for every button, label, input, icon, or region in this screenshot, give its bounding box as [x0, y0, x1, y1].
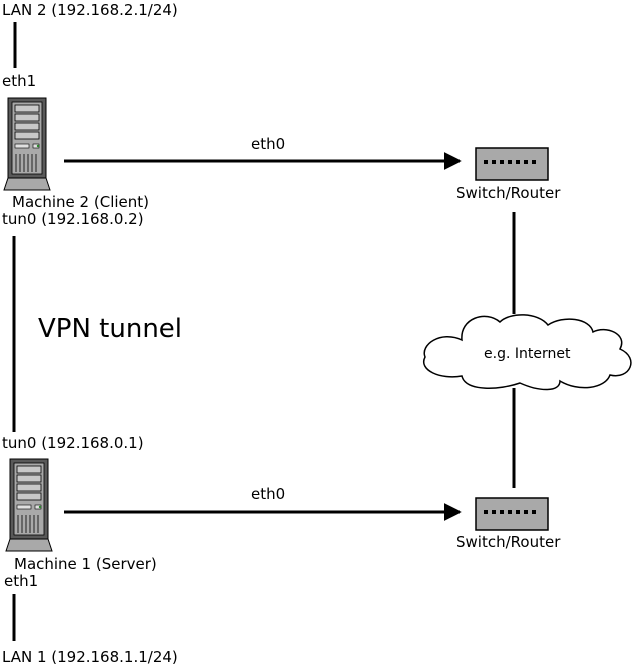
lan2-label: LAN 2 (192.168.2.1/24) [2, 1, 178, 19]
machine2-name-label: Machine 2 (Client) [12, 193, 149, 211]
lan1-label: LAN 1 (192.168.1.1/24) [2, 648, 178, 666]
machine1-eth1-label: eth1 [4, 572, 38, 590]
machine2-tun0-label: tun0 (192.168.0.2) [2, 210, 144, 228]
machine2-eth1-label: eth1 [2, 72, 36, 90]
server-tower-icon [5, 458, 53, 552]
machine1-name-label: Machine 1 (Server) [14, 555, 157, 573]
router-bottom-label: Switch/Router [456, 533, 561, 551]
machine1-eth0-label: eth0 [251, 485, 285, 503]
router-top-label: Switch/Router [456, 184, 561, 202]
internet-label: e.g. Internet [484, 346, 571, 362]
vpn-tunnel-label: VPN tunnel [38, 314, 182, 344]
machine1-tun0-label: tun0 (192.168.0.1) [2, 434, 144, 452]
cloud-icon [422, 314, 632, 391]
switch-router-icon [475, 147, 549, 181]
server-tower-icon [3, 97, 51, 191]
switch-router-icon [475, 497, 549, 531]
machine2-eth0-label: eth0 [251, 135, 285, 153]
